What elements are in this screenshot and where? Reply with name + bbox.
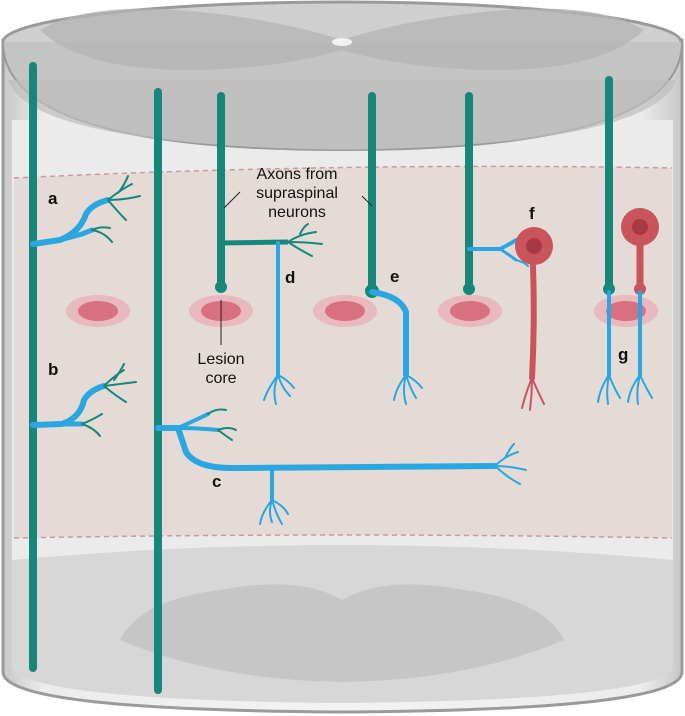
- label-b: b: [48, 360, 58, 379]
- axons-text-line3: neurons: [268, 204, 326, 221]
- axon-c: [154, 88, 527, 694]
- axon-d: [215, 92, 323, 405]
- label-e: e: [390, 267, 399, 286]
- lesion-text-line1: Lesion: [197, 351, 244, 368]
- cylinder-top-cap: [1, 0, 683, 152]
- label-a: a: [48, 189, 58, 208]
- lesion-text-line2: core: [205, 370, 236, 387]
- axons-text-line2: supraspinal: [256, 185, 338, 202]
- label-d: d: [285, 268, 295, 287]
- label-g: g: [618, 345, 628, 364]
- axon-g: [597, 76, 621, 405]
- axon-a-b: [29, 62, 141, 672]
- relay-neuron-g: [621, 208, 659, 405]
- axon-e: [365, 92, 423, 405]
- lesion-zone: [13, 165, 673, 539]
- axons-text-line1: Axons from: [257, 166, 338, 183]
- annotations: Axons from supraspinal neurons Lesion co…: [197, 166, 337, 387]
- panel-labels: a b c d e f g: [48, 189, 628, 491]
- label-f: f: [529, 204, 535, 223]
- relay-neuron-f: [515, 227, 553, 411]
- label-c: c: [212, 472, 221, 491]
- annotation-leaders: [220, 191, 373, 345]
